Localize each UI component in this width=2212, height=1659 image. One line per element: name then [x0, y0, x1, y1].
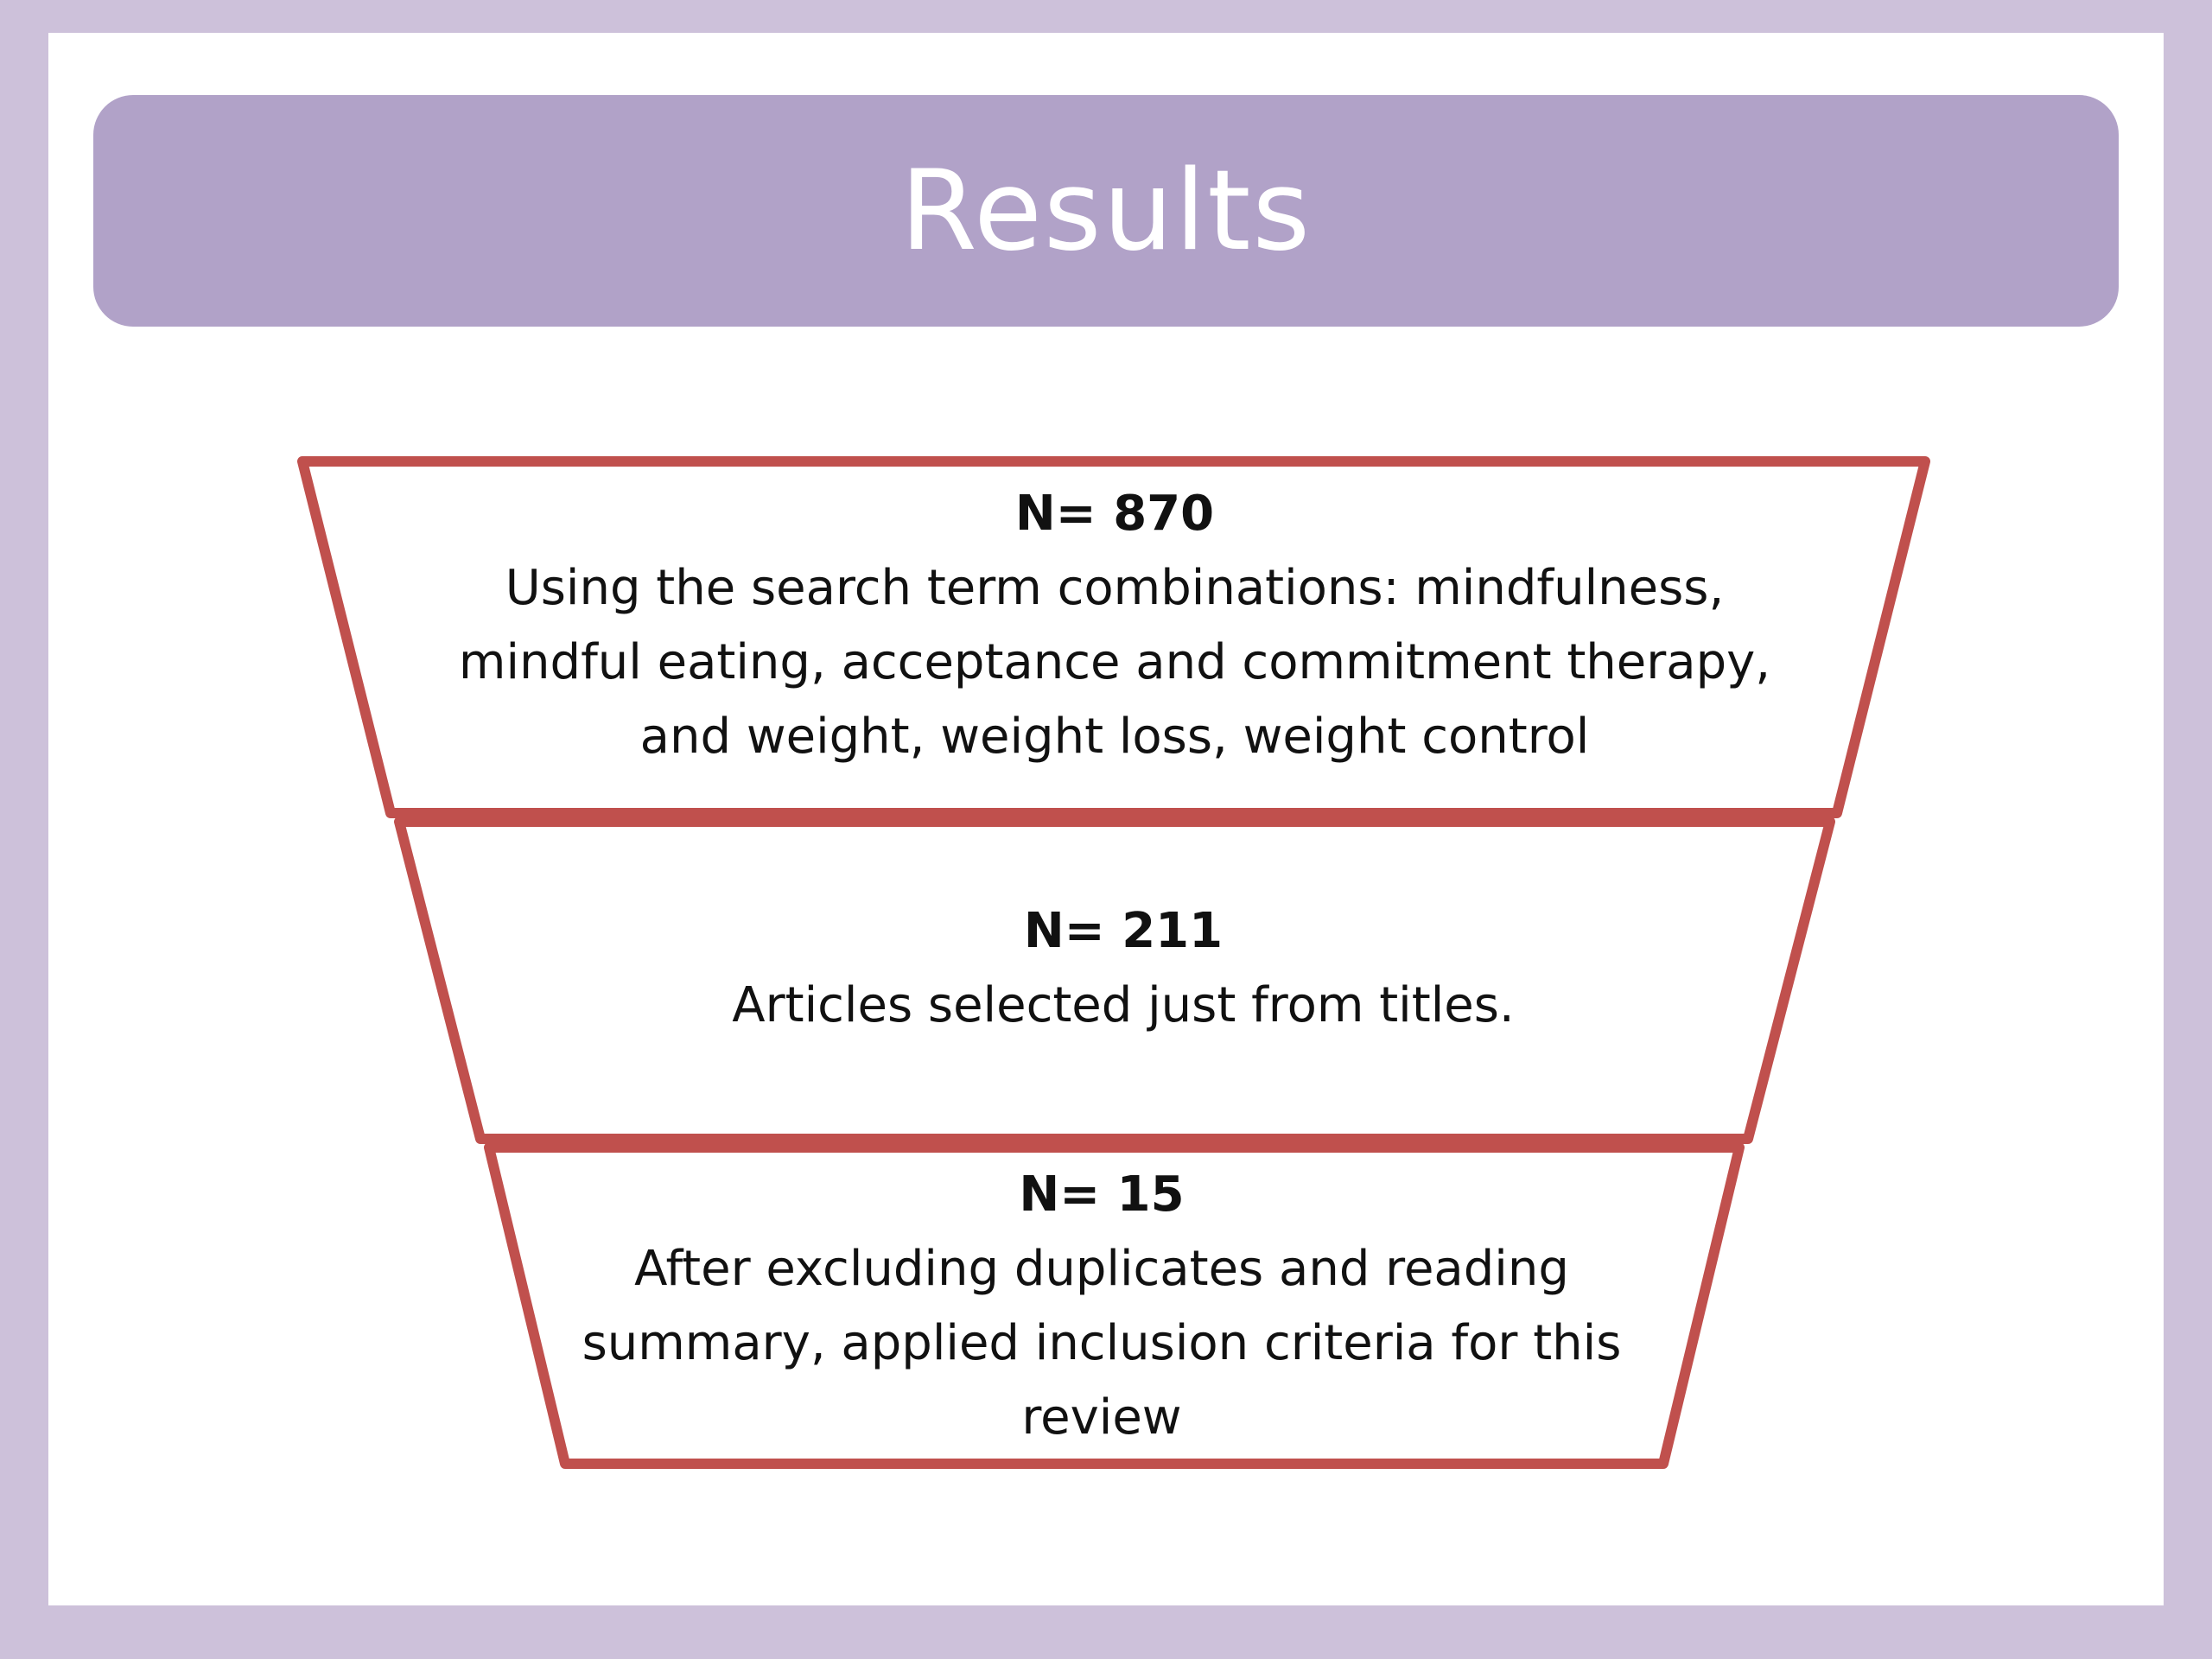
- stage-2-line-1: Articles selected just from titles.: [732, 977, 1515, 1033]
- funnel-stage-1-shape: [297, 456, 1930, 818]
- funnel-stage-2-text: N= 211 Articles selected just from title…: [518, 894, 1728, 1043]
- funnel-stage-2-shape: [394, 817, 1835, 1144]
- page-title: Results: [899, 146, 1313, 276]
- stage-1-line-1: Using the search term combinations: mind…: [505, 560, 1725, 616]
- stage-3-line-2: summary, applied inclusion criteria for …: [582, 1315, 1622, 1371]
- stage-3-line-3: review: [1021, 1389, 1182, 1446]
- funnel-stage-3-shape: [484, 1142, 1745, 1469]
- stage-2-count: N= 211: [1023, 903, 1224, 959]
- stage-1-line-2: mindful eating, acceptance and commitmen…: [458, 634, 1771, 690]
- title-banner: Results: [93, 95, 2119, 327]
- stage-3-line-1: After excluding duplicates and reading: [634, 1241, 1569, 1297]
- stage-1-line-3: and weight, weight loss, weight control: [639, 709, 1590, 765]
- funnel-stage-1-text: N= 870 Using the search term combination…: [415, 477, 1815, 774]
- stage-1-count: N= 870: [1014, 486, 1215, 542]
- stage-3-count: N= 15: [1019, 1166, 1185, 1223]
- funnel-stage-3-text: N= 15 After excluding duplicates and rea…: [536, 1158, 1668, 1455]
